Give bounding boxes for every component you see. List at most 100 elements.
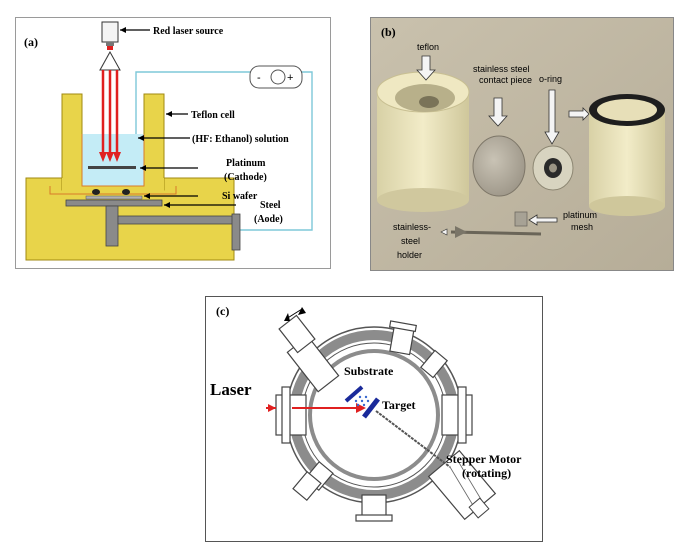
beam-expander [99, 50, 121, 71]
power-supply-dial [270, 69, 286, 85]
laser-source-pointer-arrowhead [120, 27, 126, 33]
rotating-label: (rotating) [462, 466, 511, 480]
bottom-port-flange [355, 514, 393, 522]
stepper-motor-detail-1 [449, 466, 475, 508]
teflon-cell-left-wall [61, 93, 83, 191]
si-wafer [85, 195, 143, 200]
target-rod [375, 410, 451, 468]
red-laser-source-label: Red laser source [153, 26, 224, 37]
panel-c-diagram: (c) [210, 304, 522, 522]
manipulator-arrow-a [284, 313, 290, 321]
o-ring-right [122, 189, 130, 195]
top-port-flange [388, 320, 418, 333]
platinum-label: Platinum [226, 158, 266, 169]
o-ring-left [92, 189, 100, 195]
top-right-port [419, 349, 449, 379]
right-port [441, 394, 473, 436]
left-port [275, 394, 307, 436]
stainless-steel-contact-piece [472, 135, 526, 197]
steel-arm [117, 215, 237, 225]
panel-b-photo: (b) teflon stainless steel contact piece… [371, 18, 673, 270]
teflon-cylinder-hole [419, 96, 439, 108]
power-plus-terminal: + [287, 72, 293, 84]
contact-piece-label-line1: stainless steel [473, 64, 530, 74]
laser-label: Laser [210, 380, 252, 399]
holder-label-line3: holder [397, 250, 422, 260]
laser-beam-1-arrowhead [99, 152, 107, 162]
laser-beam-outer-arrowhead [268, 404, 276, 412]
teflon-cylinder-bottom [377, 188, 469, 212]
panel-a-label: (a) [24, 35, 38, 49]
bottom-port [361, 494, 387, 518]
o-ring-label: o-ring [539, 74, 562, 84]
contact-piece-label-line2: contact piece [479, 75, 532, 85]
steel-pointer-arrowhead [164, 202, 170, 208]
platinum-mesh-label-line1: platinum [563, 210, 597, 220]
solution-volume [82, 134, 144, 186]
teflon-cylinder-right-bottom [589, 196, 665, 216]
substrate-holder [344, 385, 364, 403]
substrate-label: Substrate [344, 364, 394, 378]
plume-particle-3 [356, 403, 360, 407]
platinum-mesh [514, 211, 528, 227]
beam-expander-edge [99, 51, 111, 71]
panel-a-electrochemical-cell: (a) Red laser source - + [15, 17, 331, 269]
base-inner-lining [49, 186, 177, 195]
platinum-pointer-arrowhead [140, 165, 146, 171]
cathode-label: (Cathode) [224, 172, 267, 183]
plume-particle-2 [364, 395, 368, 399]
panel-b-label: (b) [381, 25, 396, 39]
solution-label: (HF: Ethanol) solution [192, 134, 289, 145]
si-wafer-pointer-arrowhead [144, 193, 150, 199]
bottom-left-port-flange [292, 470, 322, 502]
platinum-mesh-arrow [528, 214, 558, 226]
stepper-motor-detail-2 [457, 460, 483, 502]
solution-pointer-arrowhead [138, 135, 144, 141]
holder-label-line1: stainless- [393, 222, 431, 232]
platinum-cathode [88, 166, 136, 169]
steel-label: Steel [260, 200, 281, 211]
teflon-label: teflon [417, 42, 439, 52]
laser-beam-3-arrowhead [113, 152, 121, 162]
teflon-arrow [416, 55, 436, 81]
panel-c-pld-chamber: (c) [205, 296, 543, 542]
holder-arrow [440, 228, 448, 236]
laser-source-nozzle [106, 42, 114, 46]
manipulator-arrow-b [298, 307, 306, 315]
target-label: Target [382, 398, 416, 412]
panel-c-label: (c) [216, 304, 229, 318]
holder-label-line2: steel [401, 236, 420, 246]
left-port-flange [281, 386, 291, 444]
anode-label: (Aode) [254, 214, 283, 225]
plume-particle-1 [360, 399, 364, 403]
teflon-cell-label: Teflon cell [191, 110, 235, 121]
chamber-inner-ring [308, 349, 440, 481]
stepper-motor-label: Stepper Motor [446, 452, 522, 466]
panel-a-diagram: (a) Red laser source - + [24, 21, 313, 261]
laser-source-aperture [107, 46, 113, 50]
cell-inner-lining [81, 134, 145, 187]
steel-stem [105, 205, 119, 247]
contact-piece-arrow [488, 97, 508, 127]
o-ring-center [549, 163, 557, 173]
stepper-motor-end [468, 497, 490, 519]
steel-anode-plate [65, 199, 163, 207]
laser-source-body [101, 21, 119, 43]
teflon-cell-right-wall [143, 93, 165, 191]
plume-particle-5 [366, 399, 370, 403]
platinum-mesh-label-line2: mesh [571, 222, 593, 232]
substrate-manipulator-head [278, 314, 316, 354]
power-minus-terminal: - [257, 72, 261, 84]
stainless-steel-holder-head [455, 226, 467, 238]
teflon-cylinder-right-inner [597, 99, 657, 121]
plume-particle-7 [354, 399, 358, 403]
panel-b-cell-components-photo: (b) teflon stainless steel contact piece… [370, 17, 674, 271]
laser-beam-2-arrowhead [106, 152, 114, 162]
o-ring-arrow [544, 89, 560, 145]
target-disc [362, 397, 380, 419]
steel-connector [231, 213, 241, 251]
teflon-cell-pointer-arrowhead [166, 111, 172, 117]
si-wafer-label: Si wafer [222, 191, 258, 202]
plume-particle-4 [362, 403, 366, 407]
black-ring-arrow [568, 107, 590, 121]
